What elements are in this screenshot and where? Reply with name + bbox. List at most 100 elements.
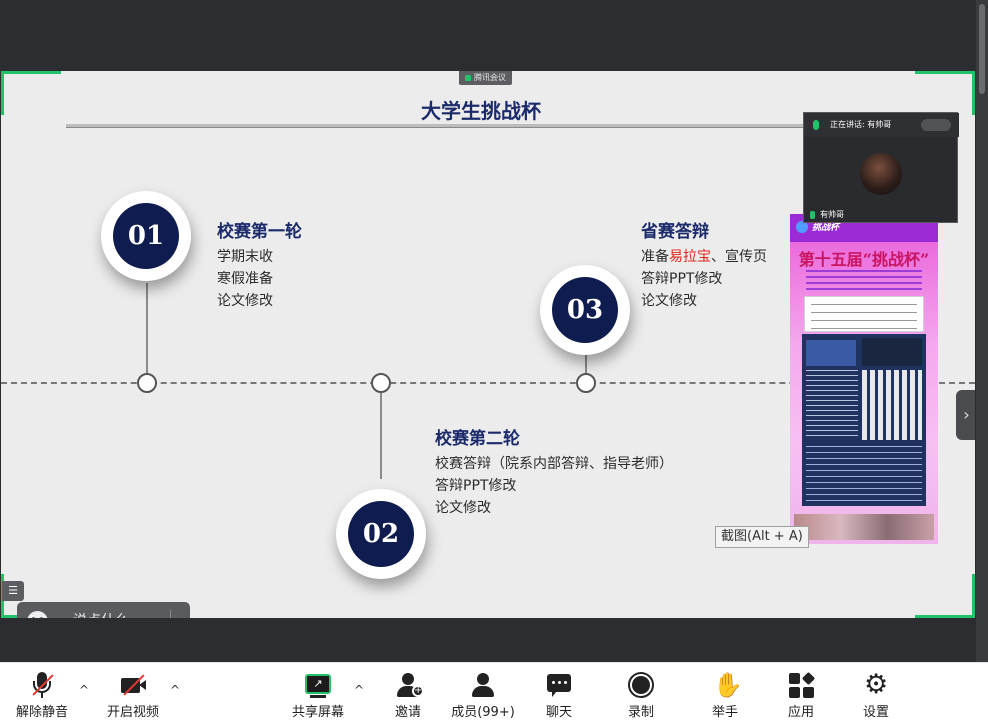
stage-1: 校赛第一轮 学期末收 寒假准备 论文修改: [217, 221, 302, 312]
person-body: [472, 686, 494, 697]
sharing-tag[interactable]: 腾讯会议: [459, 71, 512, 85]
stage-title: 省赛答辩: [641, 222, 709, 242]
cam-lens: [139, 680, 146, 690]
step-badge-02: 02: [336, 489, 426, 579]
record-button[interactable]: 录制: [619, 663, 663, 722]
screenshot-tooltip: 截图(Alt + A): [715, 526, 809, 548]
participant-name-text: 有帅哥: [820, 210, 844, 219]
scrollbar[interactable]: [976, 0, 988, 662]
share-frame-corner: [915, 574, 975, 618]
connector-line: [380, 393, 382, 479]
mic-base: [33, 681, 51, 693]
stage-item: 寒假准备: [217, 271, 273, 287]
invite-icon: +: [394, 671, 424, 699]
stage-item: 答辩PPT修改: [435, 478, 517, 494]
stage-title: 校赛第一轮: [217, 222, 302, 242]
chat-placeholder[interactable]: 说点什么...: [73, 602, 142, 618]
chat-label: 聊天: [545, 705, 572, 720]
audio-options-caret-icon[interactable]: ^: [79, 683, 90, 697]
chat-bub: [547, 674, 571, 692]
stage-item: 准备易拉宝、宣传页: [641, 246, 767, 268]
video-options-caret-icon[interactable]: ^: [170, 683, 181, 697]
hand-icon: ✋: [711, 671, 743, 699]
text: [806, 370, 858, 440]
raise-hand-button[interactable]: ✋ 举手: [703, 663, 747, 722]
step-badge-01: 01: [101, 191, 191, 281]
app-sq: [803, 687, 814, 698]
mic-stem: [41, 693, 43, 698]
timeline-node: [576, 373, 596, 393]
stage-item-text: 、宣传页: [711, 249, 767, 265]
poster-header-text: 挑战杯: [812, 223, 840, 233]
chart: [806, 340, 856, 366]
invite-label: 邀请: [394, 705, 421, 720]
members-icon: [469, 671, 497, 699]
share-frame-corner: [915, 71, 975, 115]
stage-2: 校赛第二轮 校赛答辩（院系内部答辩、指导老师） 答辩PPT修改 论文修改: [435, 428, 673, 519]
unmute-button[interactable]: 解除静音: [12, 663, 72, 722]
record-icon: [627, 671, 655, 699]
mic-on-icon: [813, 120, 819, 130]
invite-button[interactable]: + 邀请: [386, 663, 430, 722]
participant-name: 有帅哥: [804, 208, 959, 222]
settings-button[interactable]: ⚙ 设置: [854, 663, 898, 722]
share-base: [310, 695, 326, 698]
sharing-tag-label: 腾讯会议: [474, 73, 506, 82]
share-screen-button[interactable]: ↗ 共享屏幕: [288, 663, 348, 722]
slide-title: 大学生挑战杯: [421, 99, 541, 123]
top-bar: [0, 0, 976, 72]
gear: ⚙: [864, 669, 889, 700]
share-options-caret-icon[interactable]: ^: [354, 683, 365, 697]
speaking-indicator: 正在讲话: 有帅哥: [804, 113, 959, 137]
list-icon[interactable]: ☰: [2, 581, 24, 601]
step-number: 01: [113, 203, 179, 269]
scrollbar-thumb[interactable]: [979, 4, 985, 94]
emoji-icon[interactable]: [27, 611, 48, 618]
start-video-button[interactable]: 开启视频: [103, 663, 163, 722]
avatar: [860, 153, 902, 195]
speaking-text: 正在讲话: 有帅哥: [830, 120, 892, 129]
stage-item: 学期末收: [217, 249, 273, 265]
stage-item: 校赛答辩（院系内部答辩、指导老师）: [435, 456, 673, 472]
divider: [170, 610, 171, 618]
share-bottom-area: [0, 618, 976, 662]
poster-form-graphic: [804, 296, 924, 332]
expand-panel-button[interactable]: ›: [956, 390, 975, 440]
poster-image: 挑战杯 第十五届“挑战杯”: [790, 214, 938, 544]
raise-hand-label: 举手: [711, 705, 738, 720]
share-screen-icon: ↗: [304, 671, 332, 699]
dark: [862, 338, 922, 366]
person-body: [397, 686, 419, 697]
members-label: 成员(99+): [451, 705, 515, 720]
poster-photo: [794, 514, 934, 540]
chat-icon: [545, 671, 573, 699]
quick-chat-box[interactable]: 说点什么... ‹: [17, 602, 190, 618]
bottom-toolbar: 解除静音 ^ 开启视频 ^ ↗ 共享屏幕 ^ + 邀请 成员(99+) 聊天 录…: [0, 662, 988, 722]
timeline-line: [1, 382, 975, 384]
poster-title: 第十五届“挑战杯”: [798, 250, 930, 269]
unmute-label: 解除静音: [15, 705, 68, 720]
title-divider: [66, 124, 826, 128]
person: [477, 673, 489, 685]
collapse-chevron-icon[interactable]: ‹: [177, 602, 183, 618]
sharing-icon: [465, 74, 471, 81]
app-sq: [789, 673, 800, 684]
poster-subtitle-graphic: [806, 270, 922, 290]
step-number: 02: [348, 501, 414, 567]
stage-item: 答辩PPT修改: [641, 271, 723, 287]
app-sq: [789, 687, 800, 698]
stage-title: 校赛第二轮: [435, 429, 520, 449]
chat-button[interactable]: 聊天: [537, 663, 581, 722]
grid: [862, 370, 922, 440]
settings-label: 设置: [862, 705, 889, 720]
start-video-label: 开启视频: [106, 705, 159, 720]
share: ↗: [305, 674, 331, 694]
gear-icon: ⚙: [862, 671, 890, 699]
participant-video[interactable]: 正在讲话: 有帅哥 有帅哥: [803, 112, 959, 223]
apps-button[interactable]: 应用: [779, 663, 823, 722]
share-frame-corner: [1, 71, 61, 115]
members-button[interactable]: 成员(99+): [450, 663, 516, 722]
stage-3: 省赛答辩 准备易拉宝、宣传页 答辩PPT修改 论文修改: [641, 221, 767, 312]
rec-ring: [628, 672, 654, 698]
chat-tail: [552, 691, 557, 697]
